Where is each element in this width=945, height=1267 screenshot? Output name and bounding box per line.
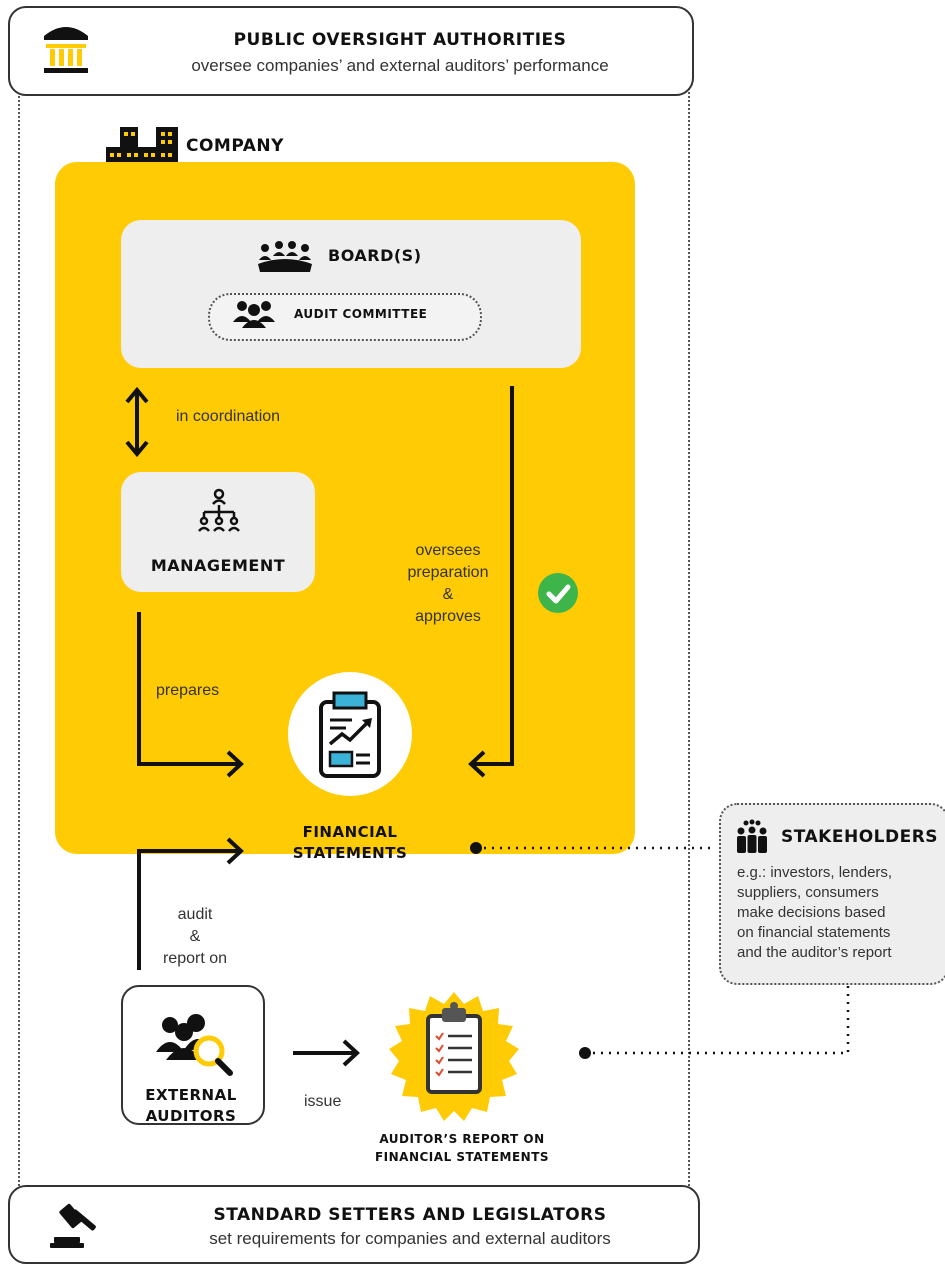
fs-line: STATEMENTS	[292, 844, 408, 862]
oversight-subtitle: oversee companies’ and external auditors…	[191, 56, 609, 75]
stakeholder-line: e.g.: investors, lenders,	[737, 864, 893, 881]
check-icon	[538, 573, 578, 613]
oversees-line: oversees	[415, 542, 481, 559]
oversees-line: &	[442, 586, 454, 603]
issue-label: issue	[304, 1093, 342, 1110]
gavel-icon	[50, 1203, 96, 1248]
oversees-line: preparation	[407, 564, 489, 581]
oversees-line: approves	[415, 608, 481, 625]
oversees-label: oversees preparation & approves	[398, 540, 498, 628]
audit-committee-pill	[208, 293, 482, 341]
stakeholder-line: suppliers, consumers	[737, 884, 879, 901]
oversight-title: PUBLIC OVERSIGHT AUTHORITIES	[233, 30, 567, 50]
stakeholder-line: on financial statements	[737, 924, 891, 941]
coordination-label: in coordination	[176, 408, 281, 425]
org-chart-icon	[198, 488, 240, 532]
financial-statements-label: FINANCIAL STATEMENTS	[280, 822, 420, 864]
stakeholders-text: e.g.: investors, lenders, suppliers, con…	[737, 863, 945, 963]
stakeholders-box: STAKEHOLDERS e.g.: investors, lenders, s…	[719, 803, 945, 985]
auditor-search-icon	[156, 1014, 233, 1076]
standards-subtitle: set requirements for companies and exter…	[209, 1229, 611, 1248]
prepares-label: prepares	[156, 682, 220, 699]
audit-committee-label: AUDIT COMMITTEE	[294, 307, 428, 321]
standards-box: STANDARD SETTERS AND LEGISLATORS set req…	[8, 1185, 700, 1264]
audit-arrow	[137, 849, 238, 970]
double-arrow-icon	[125, 386, 149, 458]
external-auditors-box	[121, 985, 265, 1125]
seal-icon	[389, 992, 519, 1121]
bank-icon	[44, 27, 88, 73]
fs-line: FINANCIAL	[302, 823, 398, 841]
auditor-report-label: AUDITOR’S REPORT ON FINANCIAL STATEMENTS	[362, 1130, 562, 1166]
report-stakeholder-connector	[593, 985, 850, 1055]
audit-line: audit	[177, 906, 213, 923]
oversees-arrow	[474, 386, 514, 766]
prepares-arrow	[137, 612, 238, 766]
external-auditors-label: EXTERNAL AUDITORS	[121, 1085, 261, 1127]
auditors-line: EXTERNAL	[145, 1086, 237, 1104]
stakeholder-line: make decisions based	[737, 904, 886, 921]
stakeholder-line: and the auditor’s report	[737, 944, 892, 961]
report-line: AUDITOR’S REPORT ON	[379, 1132, 545, 1146]
report-line: FINANCIAL STATEMENTS	[374, 1150, 550, 1164]
clipboard-icon	[426, 1014, 482, 1094]
oversight-box: PUBLIC OVERSIGHT AUTHORITIES oversee com…	[8, 6, 694, 96]
standards-title: STANDARD SETTERS AND LEGISLATORS	[213, 1205, 607, 1225]
auditors-line: AUDITORS	[145, 1107, 237, 1125]
board-title: BOARD(S)	[328, 246, 422, 265]
financial-statements-circle	[288, 672, 412, 796]
committee-icon	[233, 301, 275, 328]
report-chart-icon	[319, 691, 381, 778]
people-group-icon	[737, 819, 767, 853]
stakeholders-title: STAKEHOLDERS	[781, 827, 939, 847]
oversight-frame	[18, 88, 690, 1198]
management-title: MANAGEMENT	[150, 556, 286, 575]
meeting-icon	[258, 241, 312, 272]
audit-label: audit & report on	[150, 904, 240, 970]
company-title: COMPANY	[186, 136, 284, 156]
audit-line: &	[189, 928, 201, 945]
management-box	[121, 472, 315, 592]
audit-line: report on	[162, 950, 228, 967]
